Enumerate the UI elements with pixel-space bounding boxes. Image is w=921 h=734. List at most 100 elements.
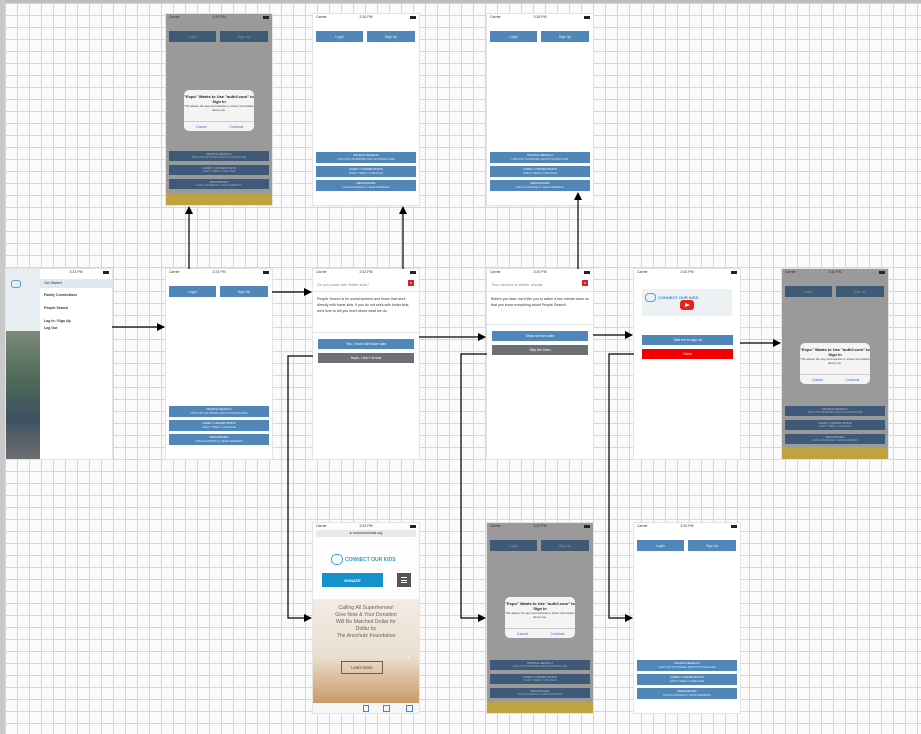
- divider: [487, 324, 593, 325]
- login-button[interactable]: Login: [785, 286, 832, 297]
- take-me-to-signup-button[interactable]: Take me to sign up: [642, 335, 733, 345]
- tabs-icon[interactable]: [406, 705, 413, 712]
- sidebar-panel: 2:24 PM Get Started Family Connections P…: [40, 269, 112, 459]
- video-thumbnail[interactable]: CONNECT OUR KIDS: [642, 289, 732, 316]
- login-button[interactable]: Login: [169, 31, 216, 42]
- alert-continue-button[interactable]: Continue: [845, 377, 860, 382]
- battery-icon: [410, 270, 416, 274]
- learn-more-button[interactable]: Learn More: [341, 661, 383, 674]
- show-video-button[interactable]: Show me the video: [492, 331, 588, 341]
- login-button[interactable]: Login: [490, 31, 537, 42]
- signup-button[interactable]: Sign Up: [541, 31, 589, 42]
- divider: [313, 291, 419, 292]
- battery-icon: [263, 270, 269, 274]
- battery-icon: [584, 270, 590, 274]
- battery-icon: [410, 524, 416, 528]
- alert-continue-button[interactable]: Continue: [550, 631, 565, 636]
- battery-icon: [879, 270, 885, 274]
- donate-button[interactable]: DONATE: [322, 573, 383, 587]
- sidebar-item-get-started[interactable]: Get Started: [40, 279, 112, 288]
- alert-continue-button[interactable]: Continue: [229, 124, 244, 129]
- signup-button[interactable]: Sign Up: [220, 31, 268, 42]
- sidebar-item-login-signup[interactable]: Log In / Sign Up: [44, 319, 71, 323]
- signup-button[interactable]: Sign Up: [688, 540, 736, 551]
- signup-button[interactable]: Sign Up: [220, 286, 268, 297]
- auth-alert-dialog: "Expo" Wants to Use "auth0.com" to Sign …: [505, 597, 575, 638]
- close-icon[interactable]: x: [582, 280, 588, 286]
- window-top-edge: [0, 0, 921, 3]
- alert-cancel-button[interactable]: Cancel: [517, 631, 528, 636]
- chevron-right-icon[interactable]: ›: [407, 653, 410, 662]
- login-button[interactable]: Login: [169, 286, 216, 297]
- auth-alert-dialog: "Expo" Wants to Use "auth0.com" to Sign …: [184, 90, 254, 131]
- url-bar[interactable]: ● connectourkids.org: [316, 530, 416, 537]
- signup-button[interactable]: Sign Up: [836, 286, 884, 297]
- battery-icon: [584, 524, 590, 528]
- sidebar-item-people-search[interactable]: People Search: [44, 306, 69, 310]
- skip-video-button[interactable]: Skip the video: [492, 345, 588, 355]
- logo-icon: [331, 554, 343, 565]
- arrow-close-to-login: [608, 353, 634, 622]
- close-icon[interactable]: x: [408, 280, 414, 286]
- logo-icon: [645, 293, 656, 302]
- battery-icon: [263, 15, 269, 19]
- play-icon[interactable]: [680, 300, 694, 310]
- login-button[interactable]: Login: [316, 31, 363, 42]
- logo-icon: [11, 280, 21, 288]
- sidebar-item-logout[interactable]: Log Out: [44, 326, 58, 330]
- hero-text: Calling All Superheroes!Give Now & Your …: [335, 605, 397, 639]
- signup-button[interactable]: Sign Up: [541, 540, 589, 551]
- screen-sidebar-menu: 2:24 PM Get Started Family Connections P…: [6, 269, 112, 459]
- hamburger-menu-icon[interactable]: [397, 573, 411, 587]
- browser-toolbar: [313, 703, 419, 713]
- bookmarks-icon[interactable]: [383, 705, 390, 712]
- lock-icon: ●: [349, 531, 353, 535]
- modal-video-title: Two minutes to Better results: [491, 282, 543, 287]
- sidebar-item-family-connections[interactable]: Family Connections: [44, 293, 78, 297]
- site-logo: CONNECT OUR KIDS: [331, 554, 411, 566]
- login-button[interactable]: Login: [490, 540, 537, 551]
- battery-icon: [731, 270, 737, 274]
- alert-cancel-button[interactable]: Cancel: [812, 377, 823, 382]
- yes-foster-button[interactable]: Yes, I work with foster kids: [318, 339, 414, 349]
- close-video-button[interactable]: Close: [642, 349, 733, 359]
- share-icon[interactable]: [363, 705, 369, 712]
- divider: [313, 332, 419, 333]
- alert-cancel-button[interactable]: Cancel: [196, 124, 207, 129]
- no-foster-button[interactable]: Nope, I don't do that: [318, 353, 414, 363]
- battery-icon: [410, 15, 416, 19]
- app-background-preview: [6, 269, 40, 459]
- signup-button[interactable]: Sign Up: [367, 31, 415, 42]
- login-button[interactable]: Login: [637, 540, 684, 551]
